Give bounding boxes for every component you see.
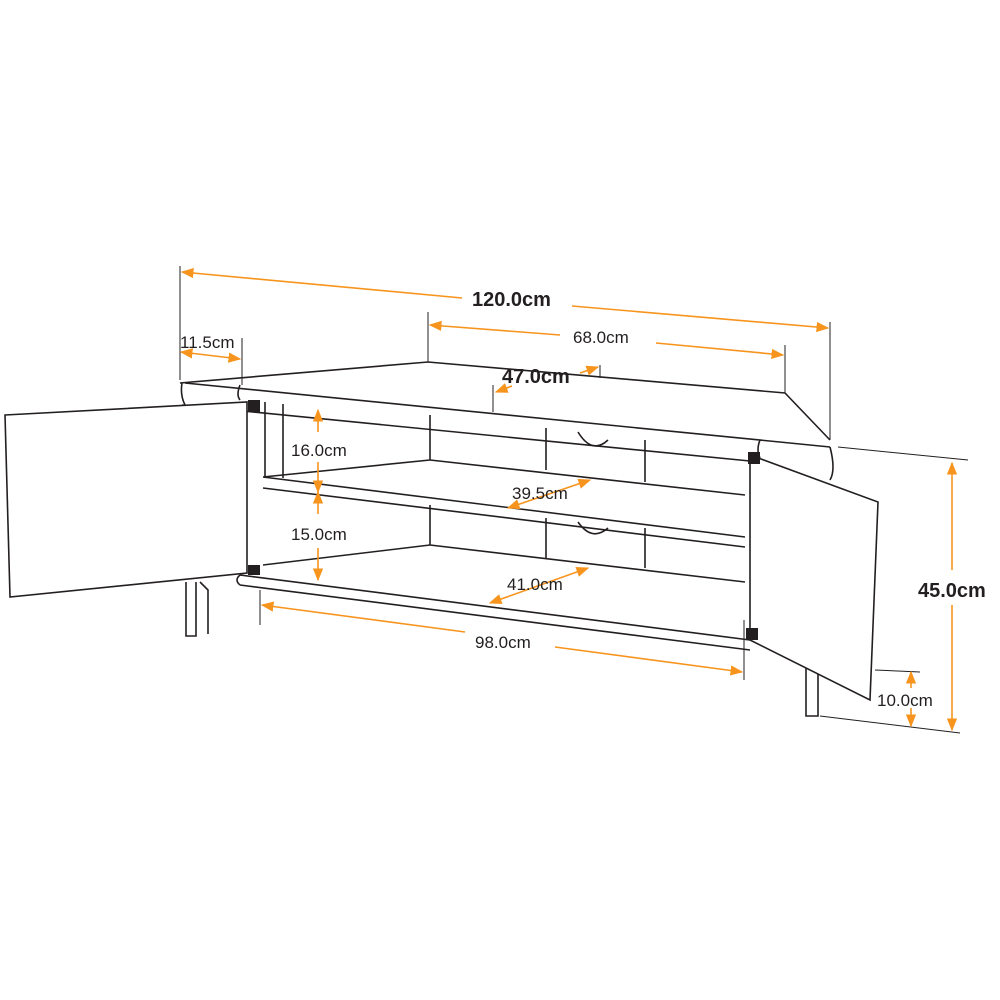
upper-shelf-height-label: 16.0cm — [291, 441, 347, 460]
cable-hole-upper — [577, 431, 609, 447]
lower-shelf-depth-label: 41.0cm — [507, 575, 563, 594]
leg-height-label: 10.0cm — [877, 691, 933, 710]
total-width-label: 120.0cm — [472, 289, 551, 311]
corner-width-label: 11.5cm — [180, 333, 235, 352]
inner-width-label: 98.0cm — [475, 633, 531, 652]
inner-width-arrow — [554, 646, 744, 676]
right-leg — [805, 665, 819, 717]
extension-lines — [179, 266, 969, 734]
hinge-icon — [248, 565, 260, 575]
left-leg — [185, 581, 209, 637]
dimension-arrows — [179, 267, 958, 732]
corner-width-arrow — [179, 348, 242, 363]
hinge-icon — [748, 452, 760, 464]
right-door[interactable] — [749, 453, 879, 702]
total-width-arrow — [571, 305, 830, 333]
dimension-labels: 120.0cm 68.0cm 47.0cm 11.5cm 16.0cm 15.0… — [180, 289, 986, 710]
top-back-outline — [179, 361, 831, 441]
total-height-label: 45.0cm — [918, 580, 986, 602]
cable-hole-lower — [577, 521, 609, 535]
total-width-arrow — [180, 267, 463, 299]
depth-arrow — [579, 365, 600, 376]
upper-shelf — [262, 459, 746, 548]
back-width-arrow — [655, 342, 785, 360]
corner-curve-left — [237, 384, 241, 401]
back-width-arrow — [428, 320, 561, 336]
lower-shelf-depth-arrow — [488, 567, 590, 604]
left-door[interactable] — [4, 401, 248, 598]
depth-arrow — [494, 383, 513, 393]
upper-shelf-depth-arrow — [506, 478, 592, 510]
upper-shelf-depth-label: 39.5cm — [512, 484, 568, 503]
lower-shelf — [262, 544, 431, 566]
top-front-edge — [180, 382, 831, 463]
hinge-icon — [746, 628, 758, 640]
inner-width-arrow — [260, 601, 466, 633]
lower-shelf-height-label: 15.0cm — [291, 525, 347, 544]
back-width-label: 68.0cm — [573, 328, 629, 347]
cabinet — [4, 361, 879, 717]
depth-label: 47.0cm — [502, 366, 570, 388]
back-panel — [264, 402, 746, 583]
bottom-panel — [236, 574, 751, 651]
hinge-icon — [248, 400, 260, 412]
